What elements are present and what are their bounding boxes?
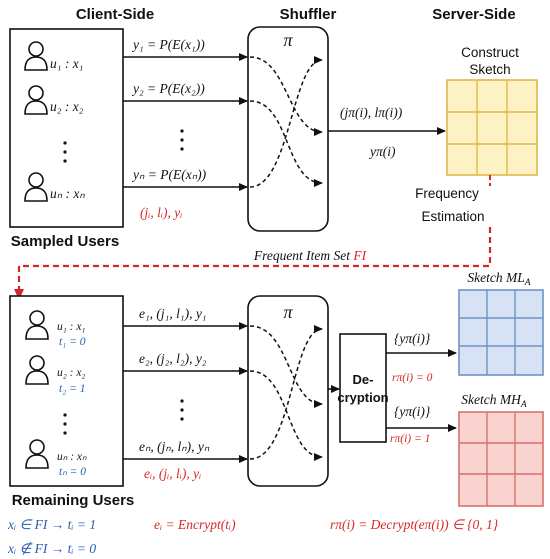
vertical-ellipsis	[180, 399, 184, 421]
user-icon	[24, 172, 48, 202]
vertical-ellipsis	[180, 129, 184, 151]
user-n-label: uₙ : xₙ	[50, 186, 85, 201]
rule-in-fi: xᵢ ∈ FI → tᵢ = 1	[7, 517, 96, 532]
server-side-header: Server-Side	[432, 6, 515, 23]
frequent-item-set-label: Frequent Item Set FI	[208, 246, 412, 264]
remaining-users-label: Remaining Users	[12, 492, 135, 509]
shuffle-paths	[249, 325, 323, 461]
user-icon	[25, 355, 49, 385]
branch-bottom-r: rπ(i) = 1	[390, 433, 430, 445]
sketch-grid-mh	[458, 411, 544, 507]
sampled-users-box	[9, 28, 124, 228]
sketch-grid-construct	[446, 79, 538, 176]
user-icon	[25, 310, 49, 340]
message-1: y₁ = P(E(x₁))	[131, 37, 205, 52]
branch-bottom-y: {yπ(i)}	[394, 404, 431, 419]
user-icon	[25, 439, 49, 469]
user-icon	[24, 41, 48, 71]
sketch-label: Sketch	[469, 62, 510, 77]
message-2: y₂ = P(E(x₂))	[131, 81, 205, 96]
message-n: yₙ = P(E(xₙ))	[131, 167, 207, 182]
decrypt-equation: rπ(i) = Decrypt(eπ(i)) ∈ {0, 1}	[330, 517, 499, 532]
bottom-message-n: eₙ, (jₙ, lₙ), yₙ	[139, 439, 210, 454]
vertical-ellipsis	[63, 141, 67, 163]
bottom-user-n-label: uₙ : xₙ	[57, 451, 87, 463]
branch-top-y: {yπ(i)}	[394, 331, 431, 346]
sketch-grid-ml	[458, 289, 544, 376]
top-tuple-label: (jᵢ, lᵢ), yᵢ	[140, 205, 182, 220]
user-1-label: u₁ : x₁	[50, 56, 83, 71]
decryption-label-line1: De-	[353, 372, 374, 387]
output-pair-label: (jπ(i), lπ(i))	[340, 105, 403, 120]
decryption-label-line2: cryption	[337, 390, 388, 405]
bottom-user-1-t: t₁ = 0	[59, 336, 86, 348]
bottom-message-1: e₁, (j₁, l₁), y₁	[139, 306, 207, 321]
estimation-label: Estimation	[421, 209, 484, 224]
shuffler-pi: π	[283, 302, 293, 322]
shuffler-pi: π	[283, 30, 293, 50]
rule-not-in-fi: xᵢ ∉ FI → tᵢ = 0	[7, 541, 96, 556]
shuffle-paths	[249, 56, 323, 188]
decryption-box	[339, 333, 387, 443]
output-y-label: yπ(i)	[368, 144, 396, 159]
svg-text:Frequent Item Set FI: Frequent Item Set FI	[253, 248, 368, 263]
bottom-user-1-label: u₁ : x₁	[57, 321, 85, 333]
sampled-users-label: Sampled Users	[11, 233, 119, 250]
shuffler-box	[247, 295, 329, 487]
frequency-label: Frequency	[415, 186, 479, 201]
frequent-set-text: Frequent Item Set	[253, 248, 354, 263]
frequent-set-symbol: FI	[352, 248, 367, 263]
shuffler-header: Shuffler	[280, 6, 337, 23]
frequent-item-set-path	[14, 227, 492, 300]
user-2-label: u₂ : x₂	[50, 99, 84, 114]
user-icon	[24, 85, 48, 115]
remaining-users-box	[9, 295, 124, 487]
bottom-message-2: e₂, (j₂, l₂), y₂	[139, 351, 207, 366]
vertical-ellipsis	[63, 413, 67, 435]
branch-top-r: rπ(i) = 0	[392, 372, 433, 384]
bottom-user-2-label: u₂ : x₂	[57, 367, 85, 379]
construct-label: Construct	[461, 45, 519, 60]
bottom-tuple-label: eᵢ, (jᵢ, lᵢ), yᵢ	[144, 466, 201, 481]
bottom-user-n-t: tₙ = 0	[59, 466, 86, 478]
encrypt-equation: eᵢ = Encrypt(tᵢ)	[154, 517, 236, 532]
client-side-header: Client-Side	[76, 6, 154, 23]
sketch-ml-label: Sketch MLA	[467, 270, 530, 288]
bottom-user-2-t: t₂ = 1	[59, 383, 85, 395]
sketch-mh-label: Sketch MHA	[461, 392, 527, 410]
